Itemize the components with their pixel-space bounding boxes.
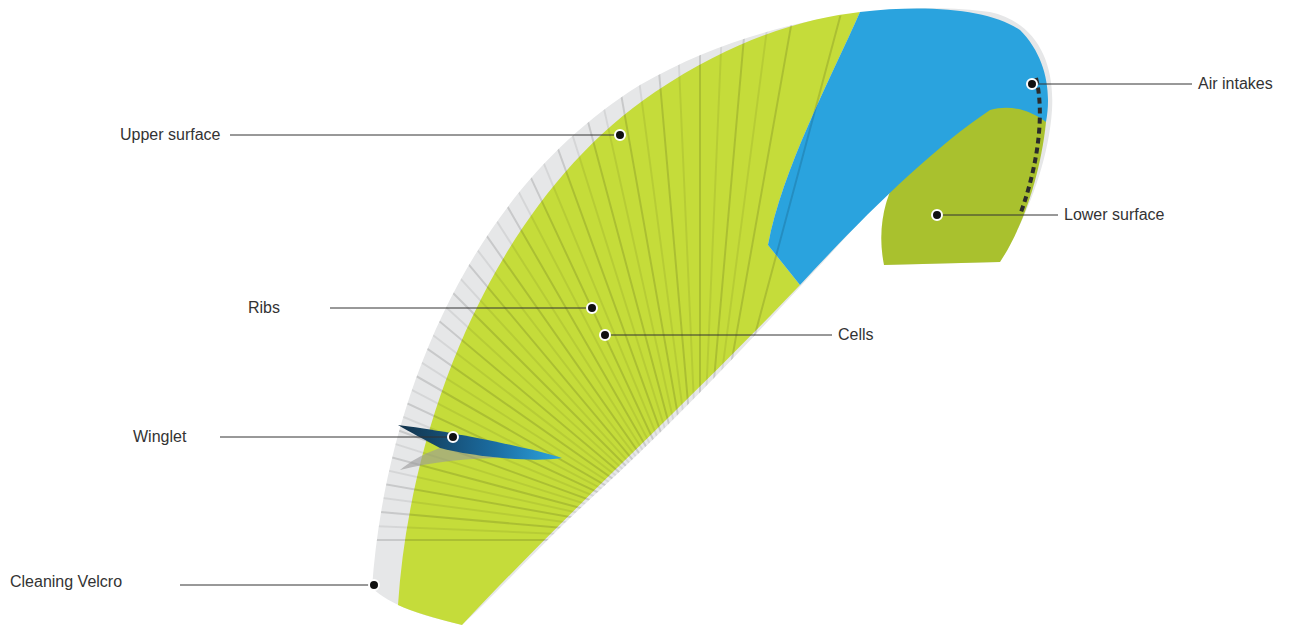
winglet: [398, 425, 562, 460]
trailing-edge: [372, 8, 1052, 625]
leader-lines: [180, 84, 1192, 585]
upper-surface: [398, 12, 860, 625]
part-label: Air intakes: [1198, 74, 1273, 94]
leading-edge-band: [768, 9, 1048, 285]
part-label: Upper surface: [120, 125, 221, 145]
part-label: Cleaning Velcro: [10, 572, 122, 592]
rib-lines: [0, 0, 881, 540]
part-label: Winglet: [133, 427, 186, 447]
air-intakes: [1020, 78, 1040, 215]
part-label: Cells: [838, 325, 874, 345]
part-label: Lower surface: [1064, 205, 1165, 225]
part-label: Ribs: [248, 298, 280, 318]
callout-dots: [369, 79, 1037, 590]
